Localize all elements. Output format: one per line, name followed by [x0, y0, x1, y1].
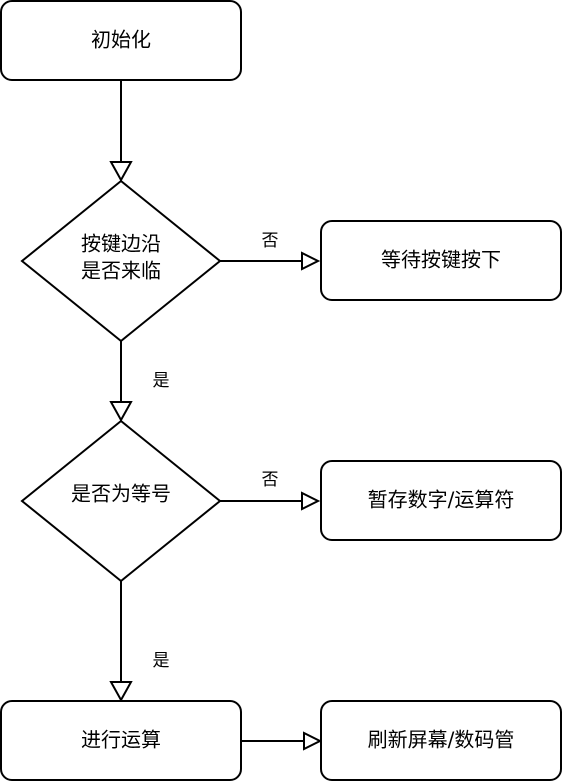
arrowhead-compute-to-refresh	[303, 731, 323, 751]
edge-label-equal-check-yes: 是	[153, 651, 170, 671]
node-compute-label: 进行运算	[81, 728, 161, 752]
node-store-label: 暂存数字/运算符	[368, 488, 515, 512]
node-edge-check-label-line2: 是否来临	[81, 259, 161, 283]
node-init-label: 初始化	[91, 28, 151, 52]
node-equal-check-label: 是否为等号	[71, 482, 171, 506]
node-wait-press-label: 等待按键按下	[381, 248, 501, 272]
arrowhead-init-to-edge-check	[109, 161, 133, 183]
node-compute: 进行运算	[0, 700, 242, 781]
node-equal-check: 是否为等号	[20, 419, 222, 583]
node-edge-check-label-line1: 按键边沿	[81, 232, 161, 256]
node-refresh-label: 刷新屏幕/数码管	[368, 728, 515, 752]
arrowhead-equal-check-to-store	[301, 491, 321, 511]
edge-label-edge-check-yes: 是	[153, 371, 170, 391]
node-store: 暂存数字/运算符	[320, 460, 562, 541]
node-init: 初始化	[0, 0, 242, 81]
arrowhead-edge-check-to-equal-check	[109, 401, 133, 423]
arrowhead-edge-check-to-wait	[301, 251, 321, 271]
edge-label-edge-check-no: 否	[262, 231, 279, 251]
node-wait-press: 等待按键按下	[320, 220, 562, 301]
node-refresh: 刷新屏幕/数码管	[320, 700, 562, 781]
node-edge-check: 按键边沿 是否来临	[20, 179, 222, 343]
arrowhead-equal-check-to-compute	[109, 681, 133, 703]
edge-label-equal-check-no: 否	[262, 470, 279, 490]
